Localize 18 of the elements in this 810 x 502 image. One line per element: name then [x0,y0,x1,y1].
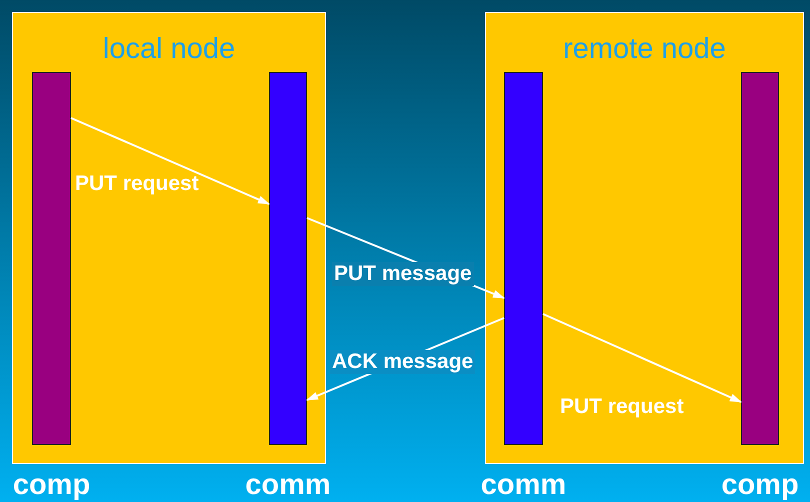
lifeline-bar [504,72,543,445]
lifeline-label: comm [480,469,566,502]
lifeline-bar [32,72,71,445]
edge-label: ACK message [330,350,476,374]
node-title: remote node [563,33,726,66]
edge-label: PUT request [560,395,684,419]
arrow [70,117,270,205]
lifeline-label: comp [721,469,799,502]
arrow [542,313,742,403]
lifeline-bar [269,72,307,445]
node-panel [12,12,326,464]
node-title: local node [102,33,236,66]
edge-label: PUT message [332,262,474,286]
node-panel [485,12,804,464]
lifeline-label: comm [245,469,331,502]
edge-label: PUT request [75,172,199,196]
lifeline-bar [741,72,779,445]
lifeline-label: comp [12,469,90,502]
